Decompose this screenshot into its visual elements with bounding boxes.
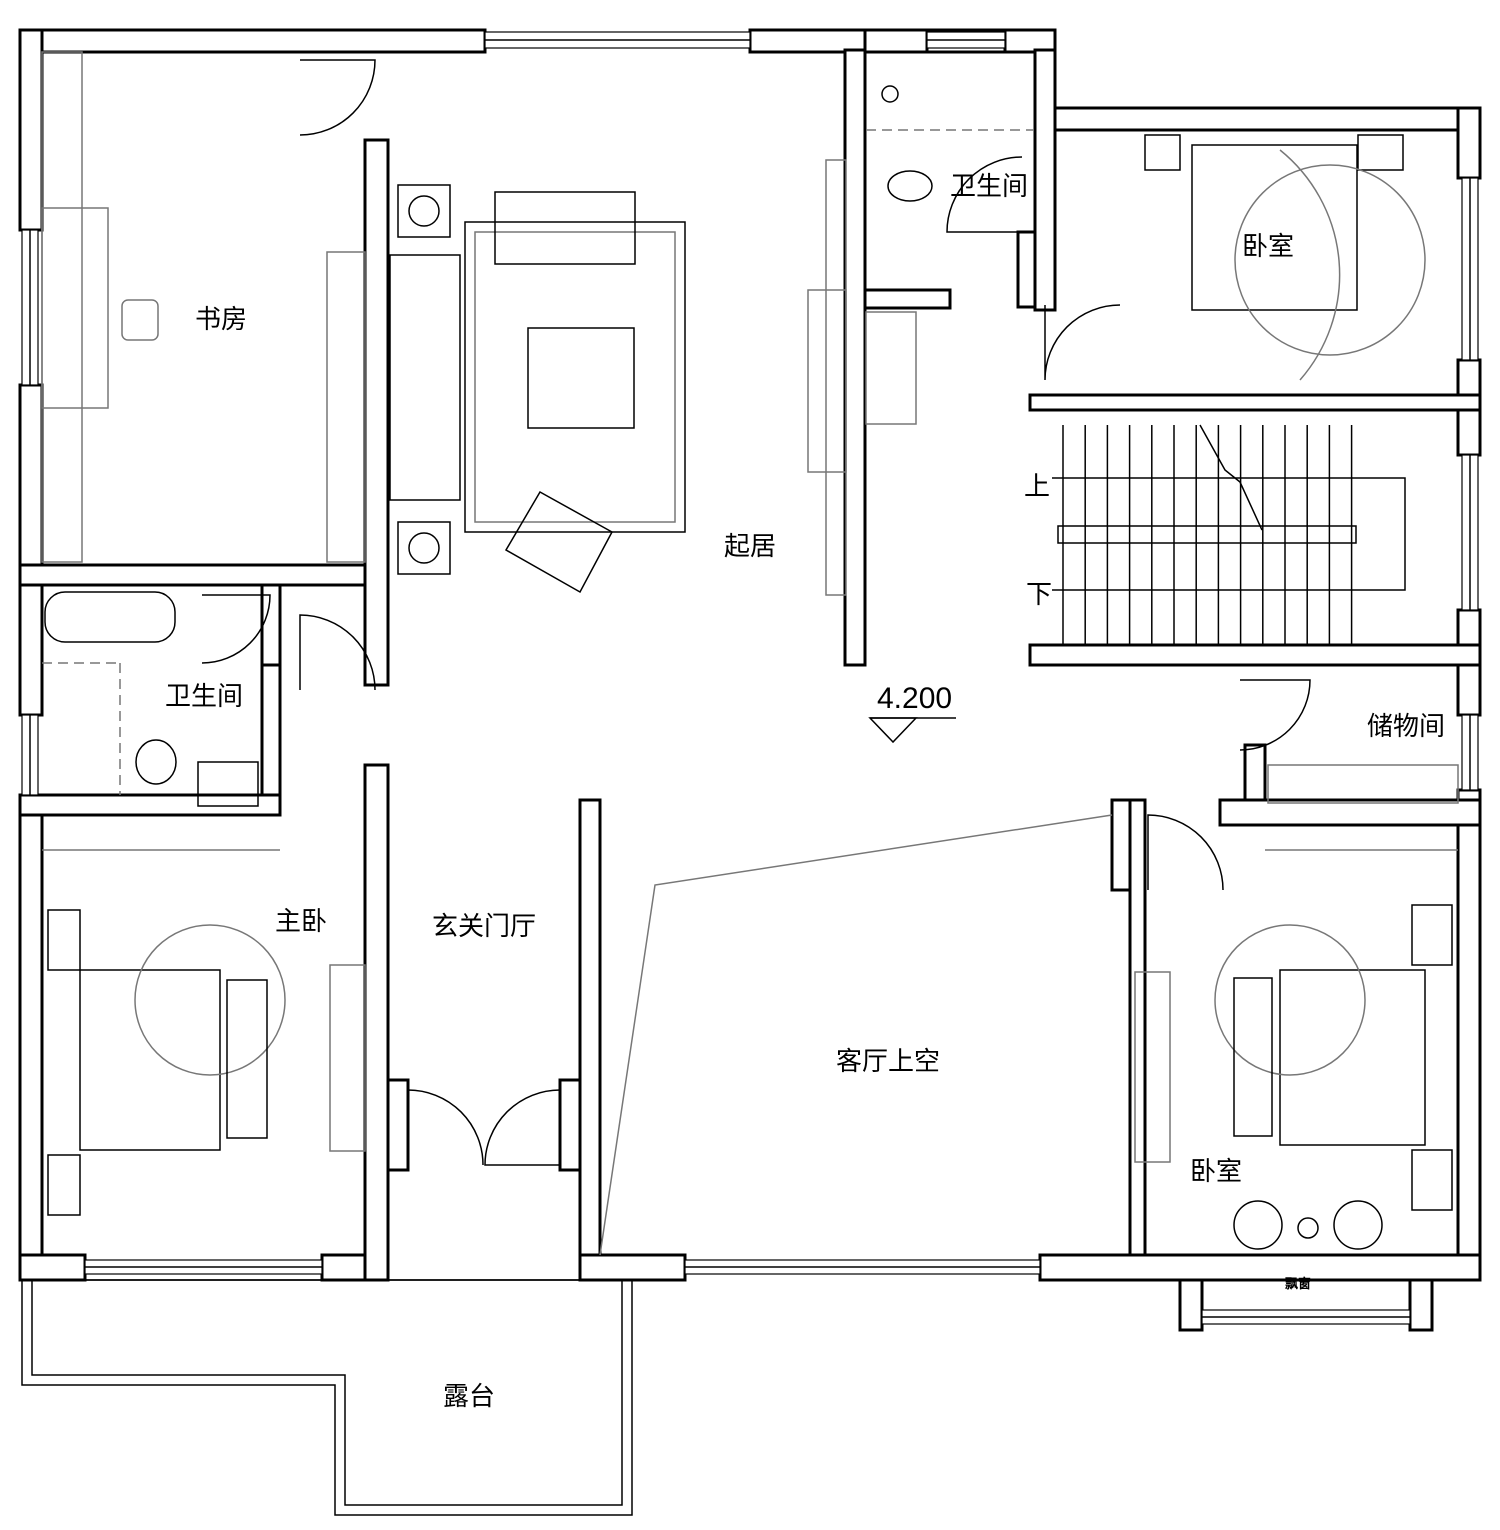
- elevation-label: 4.200: [877, 682, 952, 715]
- wall: [1028, 643, 1482, 667]
- room-label-bath-left: 卫生间: [165, 682, 243, 712]
- wall: [18, 28, 487, 54]
- wall: [1218, 798, 1482, 827]
- wall: [363, 138, 390, 687]
- wall: [18, 1253, 87, 1282]
- door-swing: [1239, 679, 1311, 751]
- room-label-void: 客厅上空: [836, 1047, 940, 1077]
- stair-label-up: 上: [1024, 472, 1050, 502]
- wall: [386, 1078, 410, 1172]
- wall: [18, 28, 44, 232]
- wall: [578, 1253, 687, 1282]
- wall: [18, 563, 367, 587]
- wall: [1038, 1253, 1482, 1282]
- terrace-rail: [31, 1279, 623, 1506]
- room-label-storage: 储物间: [1367, 712, 1445, 742]
- wall: [1128, 798, 1147, 1282]
- door-swing: [1147, 814, 1224, 891]
- wall: [843, 48, 867, 667]
- wall: [363, 763, 390, 1282]
- wall: [260, 663, 282, 817]
- wall: [1456, 106, 1482, 180]
- door-swing: [201, 594, 271, 664]
- windows: [21, 31, 1479, 1325]
- terrace-outline: [21, 1279, 633, 1516]
- wall: [1456, 788, 1482, 1282]
- wall: [1178, 1278, 1204, 1332]
- wall: [863, 288, 952, 310]
- room-label-foyer: 玄关门厅: [432, 912, 536, 942]
- room-label-bedroom-bottom: 卧室: [1190, 1157, 1242, 1187]
- stair-handrail: [1057, 525, 1357, 544]
- wall: [558, 1078, 582, 1172]
- staircase: [1052, 424, 1406, 645]
- wall: [1028, 393, 1482, 412]
- wall: [1016, 230, 1037, 309]
- wall: [1053, 106, 1482, 132]
- wall: [18, 793, 282, 817]
- wall: [863, 28, 929, 54]
- stair-arrow-line: [1052, 477, 1406, 591]
- room-label-study: 书房: [195, 305, 247, 335]
- wall: [1408, 1278, 1434, 1332]
- room-label-bedroom-top: 卧室: [1242, 232, 1294, 262]
- wall: [18, 793, 44, 1282]
- doors: [201, 59, 1311, 1166]
- wall: [18, 383, 44, 717]
- door-swing: [484, 1089, 561, 1166]
- furniture: [41, 51, 1459, 1256]
- room-label-living: 起居: [724, 532, 776, 562]
- stair-break-line: [1199, 424, 1263, 531]
- room-label-terrace: 露台: [443, 1382, 495, 1412]
- room-label-bay-window: 飘窗: [1285, 1276, 1311, 1292]
- door-swing: [1044, 304, 1121, 381]
- wall: [1033, 48, 1057, 312]
- room-label-master-bedroom: 主卧: [275, 907, 327, 937]
- door-swing: [299, 59, 376, 136]
- door-swing: [299, 614, 376, 691]
- door-swing: [946, 156, 1023, 233]
- stair-label-down: 下: [1026, 580, 1052, 610]
- wall: [578, 798, 602, 1282]
- room-label-bath-top: 卫生间: [950, 172, 1028, 202]
- wall: [1243, 743, 1267, 807]
- door-swing: [407, 1089, 484, 1166]
